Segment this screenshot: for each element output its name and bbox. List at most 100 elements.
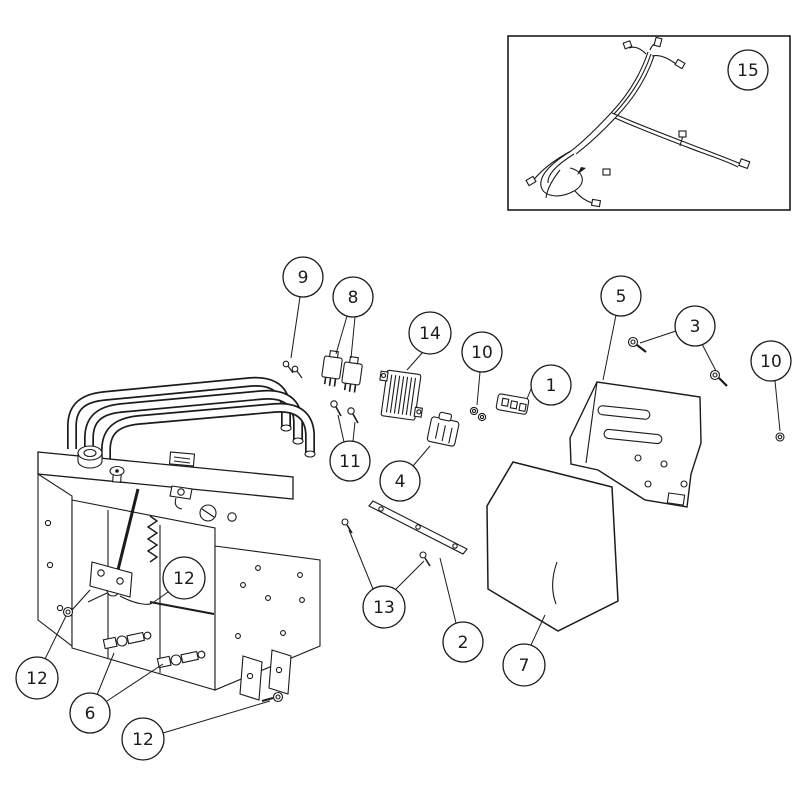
washer-12-left [62, 606, 74, 618]
leader-line-3 [701, 343, 717, 372]
leader-line-10 [774, 380, 781, 432]
callout-number: 10 [760, 352, 782, 372]
callout-circle [442, 621, 484, 663]
callout-balloon-9: 9 [282, 256, 324, 298]
callout-circle [379, 460, 421, 502]
callout-circle [750, 340, 792, 382]
callout-circle [162, 556, 206, 600]
callout-number: 3 [690, 317, 701, 337]
cover-panel-7 [486, 461, 619, 632]
callout-balloon-8: 8 [332, 276, 374, 318]
callout-circle [362, 585, 406, 629]
leader-line-1 [526, 388, 532, 400]
bolts-3 [627, 336, 728, 387]
leader-line-2 [439, 557, 457, 624]
callout-circle [329, 440, 371, 482]
rod-12-mid [119, 595, 215, 615]
connector-1 [495, 393, 530, 415]
callout-balloon-4: 4 [379, 460, 421, 502]
leader-line-7 [530, 614, 546, 646]
callout-number: 4 [395, 472, 406, 492]
callout-circle [502, 643, 546, 687]
callout-balloon-12: 12 [162, 556, 206, 600]
callout-balloon-12: 12 [121, 717, 165, 761]
relay-b [341, 355, 363, 393]
callout-number: 10 [471, 343, 493, 363]
mount-bracket-5 [569, 381, 702, 508]
callout-number: 6 [85, 704, 96, 724]
callout-number: 12 [132, 730, 154, 750]
callout-balloon-15: 15 [727, 49, 769, 91]
callout-balloon-10: 10 [750, 340, 792, 382]
relay-a [321, 349, 343, 387]
bolt-12-bottom [261, 691, 284, 703]
callout-number: 11 [339, 452, 361, 472]
leader-line-11 [337, 414, 345, 443]
leader-line-9 [290, 296, 301, 359]
leader-line-12 [153, 591, 169, 603]
callout-balloon-12: 12 [15, 656, 59, 700]
lever-mechanism [71, 488, 159, 611]
nut-10-right [775, 432, 785, 442]
callout-circle [727, 49, 769, 91]
callout-balloon-5: 5 [600, 275, 642, 317]
screws-11 [330, 400, 359, 424]
callout-number: 13 [373, 598, 395, 618]
callout-circle [121, 717, 165, 761]
callout-number: 15 [737, 61, 759, 81]
callout-number: 8 [348, 288, 359, 308]
callout-number: 12 [26, 669, 48, 689]
leader-line-13 [394, 560, 425, 591]
leader-line-5 [602, 314, 617, 381]
hydraulic-fitting-a [102, 631, 152, 650]
callout-number: 2 [458, 633, 469, 653]
callout-circle [408, 311, 452, 355]
leader-line-4 [412, 445, 431, 467]
callout-balloon-2: 2 [442, 621, 484, 663]
leader-line-10 [476, 371, 481, 406]
leader-line-3 [639, 330, 677, 344]
hydraulic-fitting-b [156, 650, 206, 669]
leader-line-11 [352, 421, 356, 442]
callout-circle [674, 305, 716, 347]
strap-2 [368, 500, 468, 555]
callout-balloon-10: 10 [461, 331, 503, 373]
callout-balloon-6: 6 [69, 692, 111, 734]
frame-assembly [37, 376, 321, 701]
callout-circle [530, 364, 572, 406]
callout-number: 12 [173, 569, 195, 589]
callout-balloon-13: 13 [362, 585, 406, 629]
callout-number: 5 [616, 287, 627, 307]
leader-line-12 [162, 700, 271, 734]
callout-circle [600, 275, 642, 317]
callout-circle [332, 276, 374, 318]
callout-number: 9 [298, 268, 309, 288]
callout-number: 14 [419, 324, 441, 344]
leader-line-12 [44, 615, 67, 660]
callout-number: 1 [546, 376, 557, 396]
leader-line-13 [348, 529, 374, 590]
callout-balloon-1: 1 [530, 364, 572, 406]
callout-balloon-7: 7 [502, 643, 546, 687]
leader-line-8 [350, 316, 356, 359]
wiring-harness-drawing [525, 36, 751, 208]
leader-line-14 [406, 351, 424, 371]
callout-circle [461, 331, 503, 373]
nut-10-left [469, 406, 487, 422]
callout-number: 7 [519, 656, 530, 676]
leader-line-8 [335, 315, 348, 355]
leader-line-6 [106, 663, 164, 702]
callout-circle [282, 256, 324, 298]
callout-circle [69, 692, 111, 734]
callout-balloon-3: 3 [674, 305, 716, 347]
callout-balloon-11: 11 [329, 440, 371, 482]
leader-line-6 [96, 652, 115, 696]
callout-circle [15, 656, 59, 700]
voltage-regulator-14 [379, 369, 423, 421]
screws-13 [341, 518, 431, 567]
screws-9 [282, 360, 303, 379]
callout-balloon-14: 14 [408, 311, 452, 355]
